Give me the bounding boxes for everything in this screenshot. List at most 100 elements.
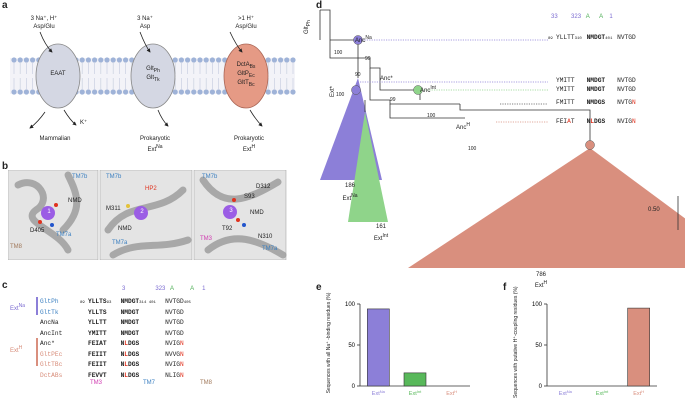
y-tick-label: 0 [539,384,543,390]
panel-letter-b: b [2,161,9,172]
p1-tm8: TM8 [10,244,22,250]
c-row-seq2: NLDGS [120,361,140,368]
p3-tm7b: TM7b [202,174,218,180]
p3-t92: T92 [222,226,233,232]
y-tick-label: 50 [535,343,542,349]
p2-m311: M311 [106,206,121,212]
panel-letter-d: d [316,0,323,11]
c-alignment-row: GltPEc FEIIT NLDGS NVVGN [40,351,184,358]
c-row-name: GltPEc [40,350,63,358]
d-support-5: 99 [390,97,396,103]
d-support-4: 100 [336,92,345,98]
d-seq-1: YMITT [556,77,575,84]
c-row-name: GltTBc [40,361,63,368]
c-row-seq2: NLDGS [120,371,140,379]
eaat-substrate: Asp/Glu [33,24,55,30]
x-tick-label: ExtInt [409,389,422,397]
node-anc-star [351,85,361,95]
y-tick-label: 0 [352,384,356,390]
d-support-3: 90 [355,72,361,78]
gltph-ions: 3 Na⁺ [137,16,153,22]
c-footer-tm3: TM3 [90,380,102,386]
d-support-6: 100 [427,113,436,119]
p3-s93: S93 [244,194,255,200]
y-tick-label: 100 [532,302,543,308]
d-support-1: 100 [334,50,343,56]
x-tick-label: ExtH [633,389,644,397]
x-tick-label: ExtH [446,389,457,397]
gltph-ext: ExtNa [147,144,163,153]
y-tick-label: 50 [348,343,355,349]
c-row-seq2: NMDGT [120,298,140,305]
c-footer-tm8: TM8 [200,380,212,386]
gltpec-label: GltPEc [237,71,255,80]
c-row-post: 405 [183,301,191,305]
ion-1-label: 1 [47,209,51,215]
d-clade-int-label: ExtInt [373,233,389,242]
c-row-pre: 89 [80,301,85,305]
c-row-seq3: NVVGN [165,350,184,358]
d-seq-3: NVTGD [617,34,636,41]
c-row-seq3: NVIGN [165,361,184,368]
ion-3-label: 3 [229,208,233,214]
glttk-label: GltTk [146,75,160,84]
d-seq-2: NMDGS [586,99,606,106]
c-group-na: ExtNa [10,303,26,312]
panel-d-tree [319,9,685,268]
d-seq-2: NMDGT [586,77,606,84]
c-footer-tm7: TM7 [143,380,155,386]
d-seq-3: NVTGD [617,77,636,84]
d-seq-3: NVTGD [617,86,636,93]
p1-d405: D405 [30,228,45,234]
d-seq-1: YLLTT [556,34,575,41]
p2-hp2: HP2 [145,186,157,192]
p3-d312: D312 [256,184,271,190]
c-row-seq1: YMITT [88,329,107,337]
c-row-seq2: NLDGS [120,350,140,358]
gltph-transporter [130,43,176,109]
d-seq-row: FMITT NMDGS NVTGN [548,99,636,106]
ion-site-3 [223,205,237,219]
d-clade-na-count: 186 [344,183,355,189]
panel-letter-f: f [503,282,507,293]
c-row-seq3: NVTGD [165,319,184,326]
gltph-substrate: Asp [139,24,151,30]
d-clade-h-label: ExtH [534,280,548,289]
gltph-label: GltPh [146,66,160,75]
c-row-seq1: FEIIT [88,350,107,358]
x-tick-label: ExtNa [559,389,573,397]
e-ylabel: Sequences with all Na⁺ -binding residues… [326,292,332,394]
d-seq-1: FEIAT [556,118,575,125]
c-header: 3 323 A A 1 [122,286,206,292]
d-seq-1: FMITT [556,99,575,106]
c-group-h-bar [36,338,38,366]
d-node-anc-na: AncNa [355,35,372,44]
c-row-seq2: NMDGT [120,329,140,337]
c-row-seq1: YLLTS [88,298,107,305]
d-clade-na-label: ExtNa [342,193,358,202]
eaat-group: Mammalian [39,136,71,142]
c-row-seq1: YLLTT [88,319,107,326]
eaat-counter-ion: K⁺ [80,120,88,126]
c-row-seq2: NMDGT [120,308,140,316]
eaat-ions: 3 Na⁺, H⁺ [30,16,58,22]
panel-a-diagram [10,31,296,129]
gltph-group: Prokaryotic [139,136,170,142]
c-row-seq3: NVIGN [165,340,184,347]
eaat-label: EAAT [50,71,66,77]
d-seq-3: NVTGN [617,99,636,106]
glttbc-label: GltTBc [237,80,255,89]
c-group-na-bar [36,297,38,315]
d-ext-star: Ext* [330,85,336,97]
dcta-group: Prokaryotic [233,136,264,142]
d-header: 33 323 A A 1 [551,14,613,20]
c-group-h: ExtH [10,345,23,354]
c-row-name: Anc* [40,340,55,347]
f-ylabel: Sequences with putative H⁺-coupling resi… [513,286,519,398]
